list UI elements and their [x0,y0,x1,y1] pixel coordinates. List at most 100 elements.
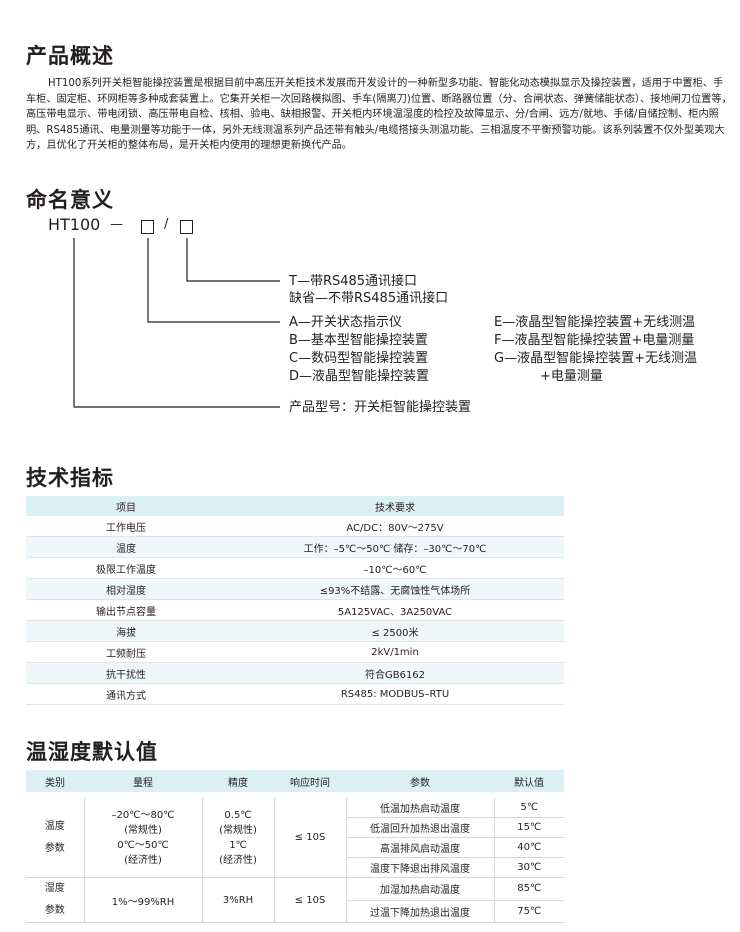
spec-item: 通讯方式 [26,683,226,705]
temp-accuracy-line: 1℃ [229,839,247,851]
naming-t-line1: T—带RS485通讯接口 [289,274,418,289]
param-default: 85℃ [494,877,564,901]
header-parameter: 参数 [346,770,494,792]
spec-header-row: 项目 技术要求 [26,496,564,516]
spec-value: 5A125VAC、3A250VAC [226,599,564,621]
spec-value: 符合GB6162 [226,662,564,684]
param-name: 过温下降加热退出温度 [346,900,495,923]
section-title-naming: 命名意义 [26,188,114,212]
table-row: 输出节点容量 5A125VAC、3A250VAC [26,599,564,621]
header-default: 默认值 [494,770,564,792]
spec-item: 相对湿度 [26,578,226,600]
spec-header-item: 项目 [26,496,226,516]
naming-option-e: E—液晶型智能操控装置+无线测温 [494,315,696,330]
naming-option-f: F—液晶型智能操控装置+电量测量 [494,333,695,348]
param-default: 40℃ [494,837,564,858]
spec-value: 2kV/1min [226,641,564,663]
temp-range: –20℃～80℃ (常规性) 0℃～50℃ (经济性) [84,798,203,878]
temp-category-label: 温度参数 [44,820,65,854]
spec-header-requirement: 技术要求 [226,496,564,516]
table-row: 湿度参数 1%～99%RH 3%RH ≤ 10S 加湿加热启动温度 85℃ [26,877,564,923]
header-category: 类别 [26,770,84,792]
table-row: 温度 工作：–5℃～50℃ 储存：–30℃～70℃ [26,536,564,558]
naming-option-c: C—数码型智能操控装置 [289,351,429,366]
table-row: 工频耐压 2kV/1min [26,641,564,663]
param-name: 加湿加热启动温度 [346,877,495,901]
intro-text: HT100系列开关柜智能操控装置是根据目前中高压开关柜技术发展而开发设计的一种新… [26,78,732,152]
default-header-row: 类别 量程 精度 响应时间 参数 默认值 [26,770,564,792]
connector-a [147,238,280,323]
naming-option-d: D—液晶型智能操控装置 [289,369,430,384]
temp-accuracy-line: (常规性) [219,824,257,836]
temp-range-line: 0℃～50℃ [117,839,169,851]
param-default: 75℃ [494,900,564,923]
table-row: 海拔 ≤ 2500米 [26,620,564,642]
table-row: 通讯方式 RS485: MODBUS–RTU [26,683,564,705]
table-row: 温度下降退出排风温度 30℃ [26,857,564,878]
naming-option-g: G—液晶型智能操控装置+无线测温 [494,351,697,366]
spec-item: 温度 [26,536,226,558]
param-name: 温度下降退出排风温度 [346,857,495,878]
param-name: 高温排风启动温度 [346,837,495,858]
temp-accuracy-line: (经济性) [219,854,257,866]
spec-value: 工作：–5℃～50℃ 储存：–30℃～70℃ [226,536,564,558]
header-accuracy: 精度 [202,770,274,792]
naming-option-b: B—基本型智能操控装置 [289,333,428,348]
connector-t [186,238,280,282]
spec-item: 极限工作温度 [26,557,226,579]
table-row: 相对湿度 ≤93%不结露、无腐蚀性气体场所 [26,578,564,600]
humid-category-label: 湿度参数 [44,883,65,916]
temp-response: ≤ 10S [274,798,347,878]
spec-value: ≤93%不结露、无腐蚀性气体场所 [226,578,564,600]
spec-value: –10℃～60℃ [226,557,564,579]
spec-item: 工作电压 [26,516,226,537]
intro-paragraph: HT100系列开关柜智能操控装置是根据目前中高压开关柜技术发展而开发设计的一种新… [26,76,732,154]
table-row: 温度参数 –20℃～80℃ (常规性) 0℃～50℃ (经济性) 0.5℃ (常… [26,798,564,878]
spec-value: RS485: MODBUS–RTU [226,683,564,705]
param-name: 低温回升加热退出温度 [346,817,495,838]
table-row: 过温下降加热退出温度 75℃ [26,900,564,923]
spec-item: 海拔 [26,620,226,642]
temp-accuracy: 0.5℃ (常规性) 1℃ (经济性) [202,798,275,878]
model-code: HT100 [48,215,101,234]
model-dash: — [110,217,123,232]
naming-product-line: 产品型号：开关柜智能操控装置 [289,400,472,415]
table-row: 抗干扰性 符合GB6162 [26,662,564,684]
naming-connector-lines [73,238,280,408]
humid-accuracy: 3%RH [202,877,275,923]
connector-model [73,238,280,408]
table-row: 高温排风启动温度 40℃ [26,837,564,858]
option-box-comm [180,220,193,234]
param-default: 5℃ [494,798,564,818]
naming-option-g-cont: +电量测量 [540,369,603,384]
spec-table: 项目 技术要求 工作电压 AC/DC：80V～275V 温度 工作：–5℃～50… [26,496,564,705]
param-default: 30℃ [494,857,564,878]
naming-diagram: HT100 — / T—带RS485通讯接口 缺省—不带RS485通讯接口 A—… [0,210,740,430]
table-row: 极限工作温度 –10℃～60℃ [26,557,564,579]
default-values-table: 类别 量程 精度 响应时间 参数 默认值 温度参数 –20℃～80℃ (常规性)… [26,770,564,923]
temp-range-line: (经济性) [124,854,162,866]
temp-range-line: (常规性) [124,824,162,836]
humid-range: 1%～99%RH [84,877,203,923]
spec-item: 抗干扰性 [26,662,226,684]
humid-category: 湿度参数 [26,877,85,923]
spec-item: 输出节点容量 [26,599,226,621]
spec-item: 工频耐压 [26,641,226,663]
naming-option-a: A—开关状态指示仪 [289,315,402,330]
param-name: 低温加热启动温度 [346,798,495,818]
spec-value: AC/DC：80V～275V [226,516,564,537]
spec-value: ≤ 2500米 [226,620,564,642]
header-range: 量程 [84,770,202,792]
section-title-overview: 产品概述 [26,44,114,68]
model-slash: / [164,217,169,232]
section-title-specs: 技术指标 [26,466,114,490]
humid-response: ≤ 10S [274,877,347,923]
table-row: 低温回升加热退出温度 15℃ [26,817,564,838]
naming-t-line2: 缺省—不带RS485通讯接口 [289,291,449,306]
table-row: 工作电压 AC/DC：80V～275V [26,516,564,537]
temp-accuracy-line: 0.5℃ [224,809,252,821]
temp-category: 温度参数 [26,798,85,878]
option-box-series [141,220,154,234]
param-default: 15℃ [494,817,564,838]
section-title-defaults: 温湿度默认值 [26,740,158,764]
